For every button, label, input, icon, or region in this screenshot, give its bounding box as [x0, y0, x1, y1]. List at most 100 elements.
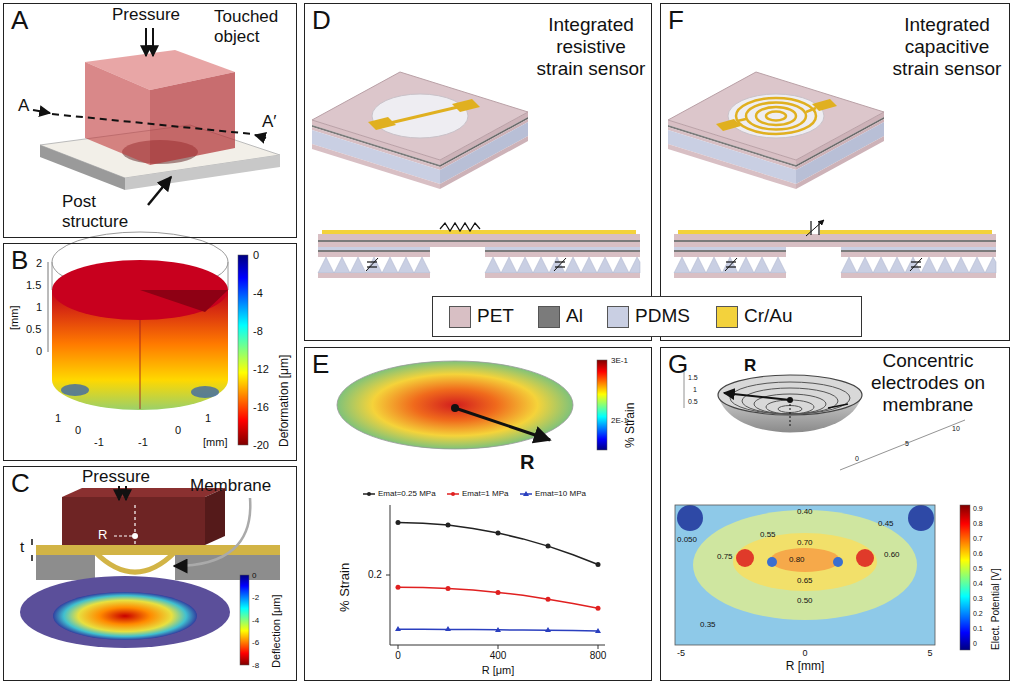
panel-letter: F — [668, 7, 684, 33]
strain-chart — [596, 606, 601, 611]
pressure-arrow — [146, 28, 153, 56]
panel-letter: B — [11, 247, 28, 273]
cross-section — [485, 250, 640, 252]
cross-section — [674, 242, 996, 247]
cross-section — [674, 252, 786, 257]
tick-label: 0.6 — [973, 550, 983, 558]
capacitive-device — [746, 103, 806, 130]
post-slab — [40, 145, 125, 190]
callout-label: Concentric electrodes on membrane — [852, 350, 1004, 416]
potential-map — [960, 505, 970, 650]
tick-label: 0 — [973, 640, 977, 648]
tick-label: 0.050 — [677, 535, 697, 544]
callout-label: R — [520, 451, 534, 474]
potential-map — [908, 505, 934, 531]
section-line — [52, 114, 252, 134]
section-line — [33, 110, 266, 138]
strain-map — [597, 360, 607, 450]
potential-map — [677, 505, 703, 531]
capacitive-device — [728, 94, 824, 138]
callout-label: Integrated resistive strain sensor — [534, 14, 648, 80]
cross-section — [674, 273, 786, 278]
legend-swatch — [449, 306, 471, 328]
strain-chart — [446, 586, 451, 591]
deformation-plot — [52, 262, 53, 290]
tick-label: 5 — [927, 648, 932, 658]
cross-section — [318, 247, 430, 250]
strain-chart — [598, 645, 599, 649]
cross-section — [555, 261, 565, 262]
tick-label: 1.5 — [688, 374, 698, 382]
strain-chart — [396, 520, 401, 525]
legend-swatch — [607, 306, 629, 328]
tick-label: 0.60 — [884, 550, 900, 559]
axis-title: % Strain — [624, 403, 638, 448]
cross-section — [910, 258, 922, 271]
strain-chart — [546, 544, 551, 549]
tick-label: 0.8 — [973, 520, 983, 528]
deformation-plot — [139, 320, 141, 409]
cross-section — [322, 230, 636, 234]
capacitive-device — [668, 72, 884, 160]
cross-section — [440, 223, 480, 231]
cross-section — [841, 257, 996, 273]
tick-label: Emat=0.25 MPa — [378, 489, 436, 498]
tick-label: R [μm] — [482, 664, 515, 677]
strain-map — [451, 404, 459, 412]
strain-map — [337, 361, 573, 449]
tick-label: 0 — [802, 648, 807, 658]
tick-label: -8 — [252, 661, 259, 670]
membrane-bowl — [684, 372, 685, 408]
callout-label: R — [98, 528, 107, 543]
membrane-bowl — [742, 388, 838, 414]
deflection-plot — [20, 575, 249, 665]
deformation-plot — [140, 290, 228, 312]
strain-chart — [446, 523, 451, 528]
tick-label: -20 — [253, 439, 269, 452]
pressing-block — [132, 533, 138, 539]
membrane-bowl — [828, 404, 848, 408]
tick-label: 2 — [36, 257, 42, 270]
resistive-device — [312, 72, 528, 160]
pressing-block — [205, 488, 225, 545]
tick-label: 0.50 — [797, 596, 813, 605]
tick-label: Emat=1 MPa — [462, 489, 508, 498]
tick-label: 0.9 — [973, 505, 983, 513]
pressing-block — [125, 486, 127, 500]
cross-section — [678, 230, 810, 234]
tick-label: 0.5 — [688, 398, 698, 406]
strain-map — [337, 360, 607, 450]
leader-line — [174, 498, 250, 566]
panel-letter: D — [312, 7, 331, 33]
tick-label: 1 — [693, 386, 697, 394]
cross-section — [674, 250, 786, 252]
tick-label: 0.3 — [973, 595, 983, 603]
resistive-device — [372, 94, 468, 138]
callout-label: Pressure — [82, 467, 150, 487]
touched-object-cube — [85, 50, 235, 90]
membrane-bowl — [790, 400, 791, 428]
cross-section — [818, 221, 819, 235]
cross-section — [318, 273, 430, 278]
callout-label: A′ — [262, 112, 277, 132]
potential-map — [736, 549, 754, 567]
touched-object-cube — [85, 50, 235, 165]
pressure-arrow — [152, 28, 154, 56]
tick-label: 0.5 — [26, 323, 41, 336]
cross-section — [911, 266, 921, 267]
axis-title: [mm] — [8, 306, 21, 330]
tick-label: 0.2 — [973, 610, 983, 618]
deflection-plot — [20, 576, 230, 648]
callout-label: t — [20, 538, 24, 555]
cross-section — [674, 247, 786, 250]
pressing-block — [118, 486, 120, 500]
tick-label: -4 — [253, 287, 263, 300]
callout-label: A — [18, 96, 29, 116]
callout-label: R — [744, 356, 756, 376]
tick-label: -1 — [138, 436, 148, 449]
deformation-plot — [48, 232, 228, 410]
cross-section — [318, 252, 430, 257]
cross-section — [806, 220, 824, 236]
strain-chart — [395, 626, 601, 633]
